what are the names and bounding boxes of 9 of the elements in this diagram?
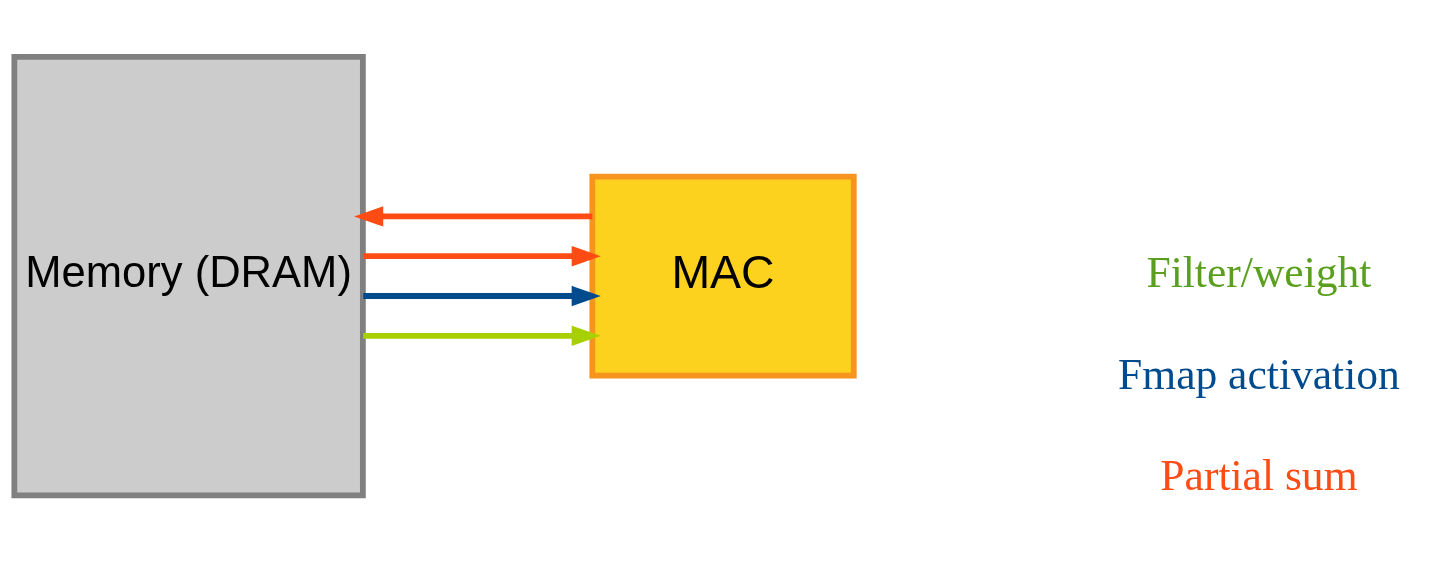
- arrow: [363, 325, 601, 346]
- legend-label: Filter/weight: [1146, 247, 1372, 296]
- arrow: [354, 205, 593, 227]
- arrow: [363, 245, 601, 266]
- arrow: [363, 285, 601, 306]
- legend-label: Fmap activation: [1118, 349, 1400, 398]
- node-box: Memory (DRAM): [11, 53, 366, 498]
- legend-label: Partial sum: [1160, 450, 1358, 499]
- node-box: MAC: [589, 173, 857, 378]
